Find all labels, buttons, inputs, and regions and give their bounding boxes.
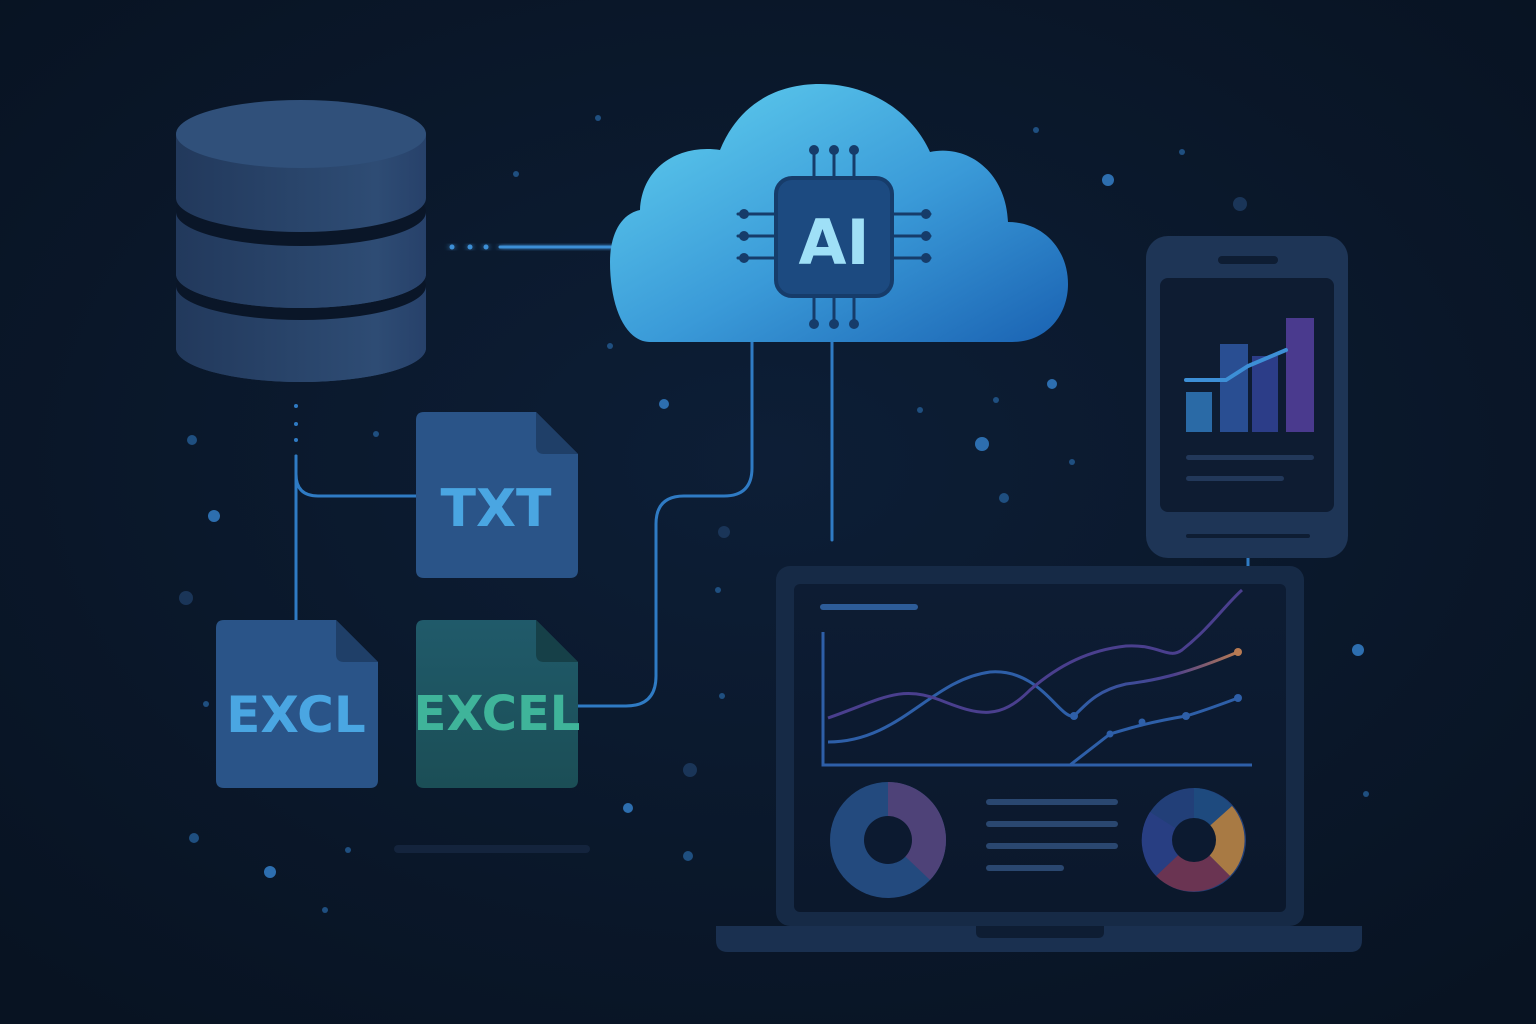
txt-file-icon: TXT — [416, 412, 578, 578]
dashboard-line-chart — [820, 588, 1252, 767]
ai-chip-label: AI — [798, 206, 869, 279]
excl-file-label: EXCL — [226, 686, 365, 744]
background-particles — [179, 115, 1369, 913]
dashboard-text-lines — [986, 799, 1118, 871]
laptop-icon — [716, 566, 1362, 952]
phone-bar-1 — [1186, 392, 1212, 432]
ai-cloud-icon: AI — [610, 84, 1068, 342]
excel-file-icon: EXCEL — [414, 620, 581, 788]
phone-trend-line — [1184, 348, 1288, 382]
smartphone-icon — [1146, 236, 1348, 558]
dashboard-donut-chart-left — [830, 782, 946, 898]
excel-file-label: EXCEL — [414, 686, 581, 742]
phone-bar-3 — [1252, 356, 1278, 432]
database-icon — [176, 100, 426, 382]
db-files-connector — [294, 404, 418, 622]
phone-bar-4 — [1286, 318, 1314, 432]
db-cloud-connector — [449, 244, 626, 250]
dashboard-donut-chart-right — [1141, 788, 1246, 892]
txt-file-label: TXT — [440, 479, 552, 539]
floor-bar — [394, 845, 590, 853]
cloud-excel-connector — [576, 338, 754, 708]
ai-chip-icon — [736, 145, 932, 329]
phone-bar-2 — [1220, 344, 1248, 432]
excl-file-icon: EXCL — [216, 620, 378, 788]
